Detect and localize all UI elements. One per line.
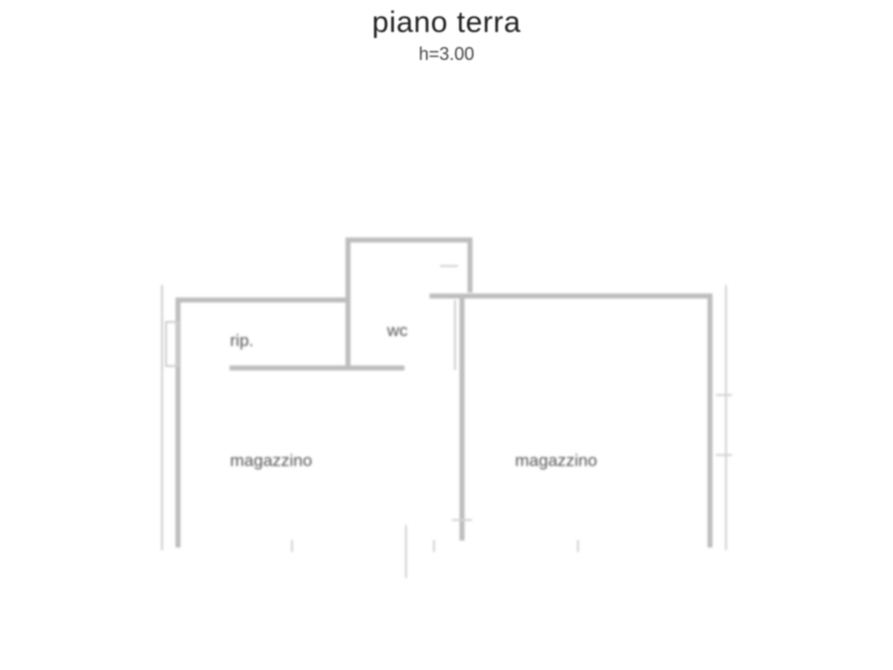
walls <box>161 237 732 578</box>
left-door-jamb <box>165 321 179 367</box>
wall-right-top <box>429 293 713 548</box>
room-label-wc: wc <box>386 321 408 340</box>
plan-title: piano terra <box>372 6 521 39</box>
room-label-magazzino-right: magazzino <box>515 451 597 470</box>
wall-wc-box <box>345 237 473 303</box>
plan-height-note: h=3.00 <box>418 44 475 64</box>
wall-left-top <box>175 297 351 548</box>
room-label-rip: rip. <box>230 331 254 350</box>
room-label-magazzino-left: magazzino <box>230 451 312 470</box>
room-labels: rip. wc magazzino magazzino <box>230 321 597 470</box>
